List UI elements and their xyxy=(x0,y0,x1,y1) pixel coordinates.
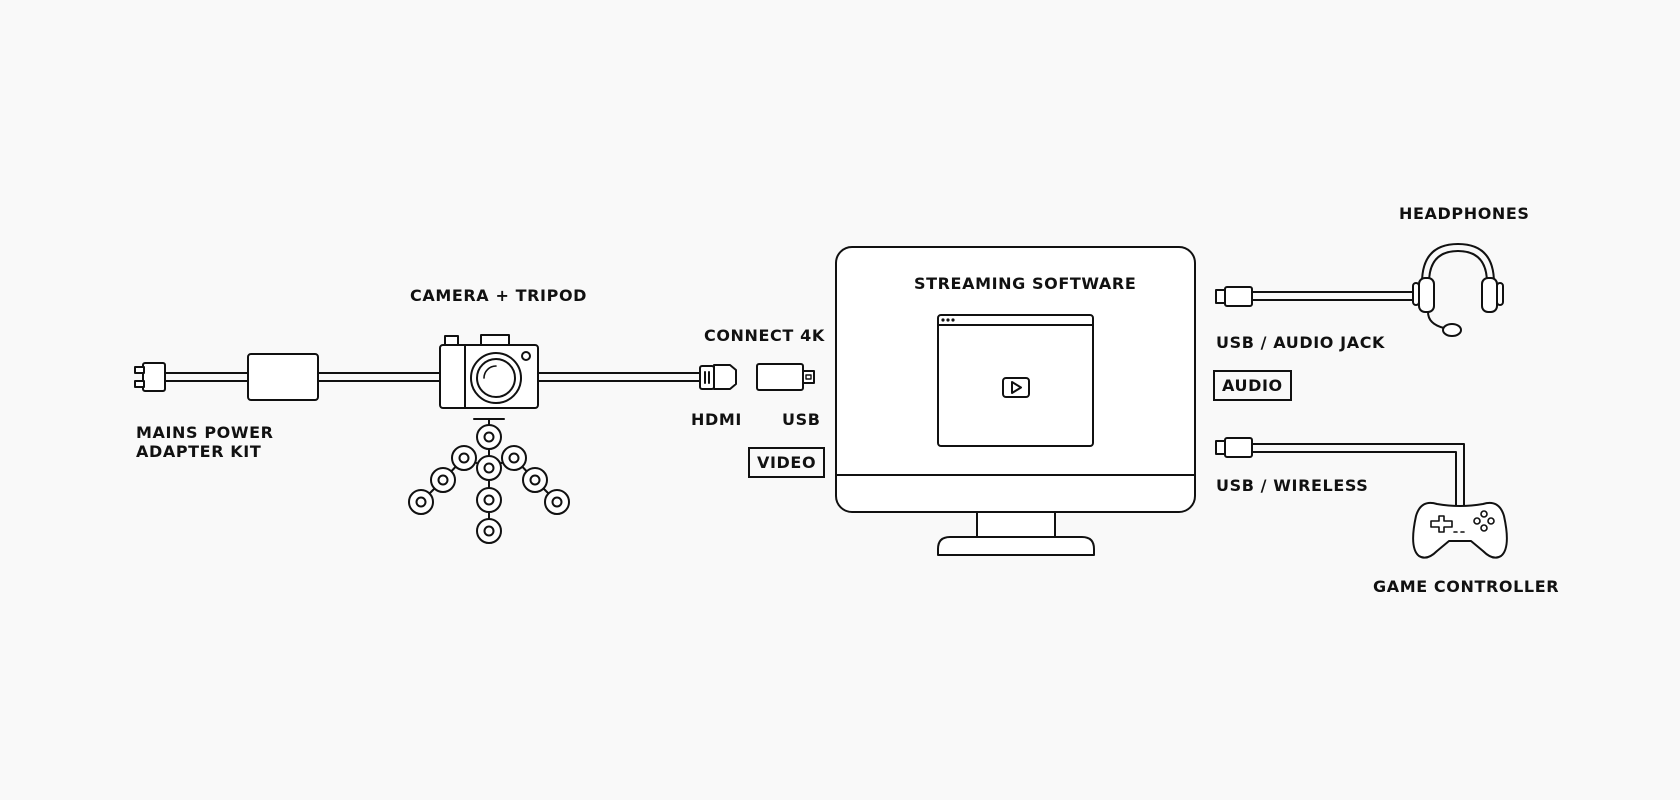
usb-label: USB xyxy=(782,410,821,429)
usb-plug-icon xyxy=(1215,286,1253,307)
mains-power-label-line2: ADAPTER KIT xyxy=(136,442,262,461)
game-controller-icon xyxy=(1412,501,1508,559)
power-cable xyxy=(164,372,249,382)
headphones-cable xyxy=(1251,291,1417,301)
power-adapter-icon xyxy=(247,353,319,401)
tripod-icon xyxy=(408,418,570,544)
play-button-icon xyxy=(1002,377,1030,398)
power-plug-icon xyxy=(134,362,166,392)
mains-power-label-line1: MAINS POWER xyxy=(136,423,274,442)
usb-wireless-label: USB / WIRELESS xyxy=(1216,476,1369,495)
hdmi-label: HDMI xyxy=(691,410,742,429)
game-controller-cable xyxy=(1251,443,1465,509)
usb-plug-icon xyxy=(1215,437,1253,458)
camera-icon xyxy=(439,334,539,409)
usb-capture-dongle-icon xyxy=(756,363,815,391)
power-cable-to-camera xyxy=(317,372,441,382)
usb-audio-jack-label: USB / AUDIO JACK xyxy=(1216,333,1386,352)
camera-tripod-label: CAMERA + TRIPOD xyxy=(410,286,588,305)
connect-4k-label: CONNECT 4K xyxy=(704,326,825,345)
video-badge: VIDEO xyxy=(748,447,826,478)
headphones-label: HEADPHONES xyxy=(1399,204,1530,223)
hdmi-connector-icon xyxy=(699,364,737,390)
headphones-icon xyxy=(1412,243,1504,337)
game-controller-label: GAME CONTROLLER xyxy=(1373,577,1560,596)
streaming-software-label: STREAMING SOFTWARE xyxy=(914,274,1137,293)
audio-badge: AUDIO xyxy=(1213,370,1292,401)
hdmi-cable xyxy=(537,372,701,382)
